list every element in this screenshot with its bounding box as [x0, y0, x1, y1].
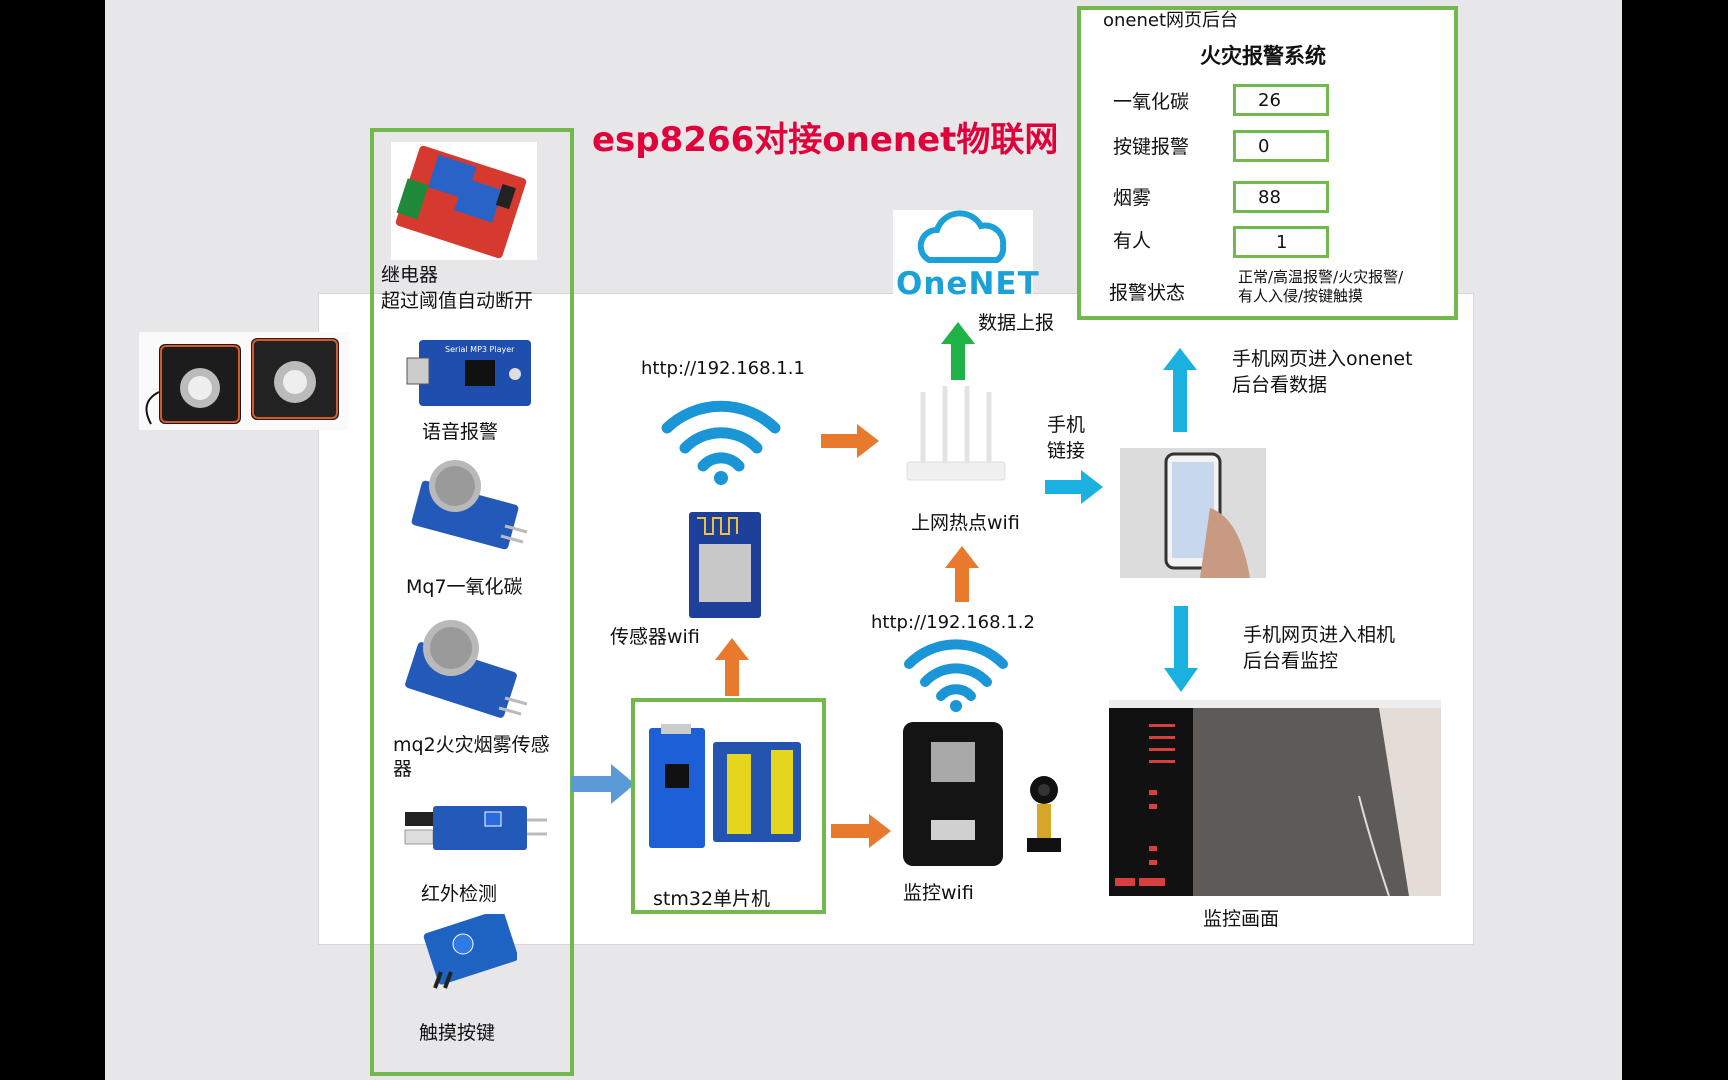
esp32-cam-icon [903, 722, 1003, 866]
ip-address-1: http://192.168.1.1 [641, 358, 805, 379]
slide: esp8266对接onenet物联网 继电器 超过阈值自动断开 Serial M… [105, 0, 1622, 1080]
presence-value: 1 [1233, 226, 1329, 258]
infrared-sensor-icon [404, 806, 547, 850]
presence-label: 有人 [1113, 230, 1152, 252]
phone-camera-label: 手机网页进入相机 [1243, 624, 1396, 646]
hotspot-wifi-label: 上网热点wifi [911, 512, 1020, 534]
smoke-label: 烟雾 [1113, 187, 1152, 209]
button-alarm-value: 0 [1233, 130, 1329, 162]
alarm-status-values-2: 有人入侵/按键触摸 [1238, 287, 1364, 305]
mp3-module-icon: Serial MP3 Player [406, 340, 531, 406]
smoke-value: 88 [1233, 181, 1329, 213]
arrow-up-icon [945, 546, 979, 602]
ip-address-2: http://192.168.1.2 [871, 612, 1035, 633]
sensors-box [370, 128, 574, 1076]
gas-sensor-icon [411, 460, 528, 550]
esp8266-icon [689, 512, 761, 618]
router-icon [906, 386, 1006, 481]
arrow-down-icon [1164, 606, 1198, 692]
arrow-up-icon [715, 638, 749, 696]
relay-icon [391, 142, 537, 260]
speaker-icon [139, 332, 349, 430]
infrared-label: 红外检测 [421, 883, 498, 905]
dashboard-box [1077, 6, 1458, 320]
phone-icon [1120, 448, 1266, 578]
arrow-up-icon [1163, 348, 1197, 432]
stm32-board-icon [649, 724, 801, 848]
dashboard-header: onenet网页后台 [1103, 10, 1239, 31]
data-upload-label: 数据上报 [978, 312, 1055, 334]
relay-label: 继电器 [381, 264, 439, 286]
cloud-icon [893, 210, 1033, 302]
monitor-view-label: 监控画面 [1203, 908, 1280, 930]
onenet-logo: OneNET [896, 266, 1040, 302]
svg-text:Serial MP3 Player: Serial MP3 Player [445, 345, 515, 354]
arrow-up-icon [941, 322, 975, 380]
stm32-box [631, 698, 826, 914]
gas-sensor-icon [405, 620, 528, 718]
voice-alarm-label: 语音报警 [422, 421, 499, 443]
dashboard-title: 火灾报警系统 [1200, 44, 1326, 68]
relay-desc: 超过阈值自动断开 [381, 290, 534, 312]
phone-onenet-label-2: 后台看数据 [1232, 374, 1328, 396]
alarm-status-values: 正常/高温报警/火灾报警/ [1238, 268, 1404, 286]
alarm-status-label: 报警状态 [1109, 282, 1186, 304]
page-title: esp8266对接onenet物联网 [592, 120, 1059, 160]
arrow-right-icon [831, 814, 891, 848]
wifi-icon [661, 400, 781, 485]
mq2-label-cont: 器 [393, 758, 413, 780]
phone-onenet-label: 手机网页进入onenet [1232, 348, 1413, 370]
touch-sensor-icon [423, 914, 517, 989]
phone-link-label-2: 链接 [1047, 440, 1086, 462]
phone-camera-label-2: 后台看监控 [1243, 650, 1339, 672]
camera-icon [1027, 776, 1061, 852]
monitor-wifi-label: 监控wifi [903, 882, 974, 904]
touch-label: 触摸按键 [419, 1022, 496, 1044]
arrow-right-icon [1045, 470, 1103, 504]
phone-link-label: 手机 [1047, 414, 1086, 436]
mcu-label: stm32单片机 [653, 888, 771, 910]
mq7-label: Mq7一氧化碳 [406, 576, 523, 598]
arrow-right-icon [821, 424, 879, 458]
sensor-wifi-label: 传感器wifi [610, 626, 700, 648]
button-alarm-label: 按键报警 [1113, 136, 1190, 158]
co-value: 26 [1233, 84, 1329, 116]
mq2-label: mq2火灾烟雾传感 [393, 734, 550, 756]
wifi-icon [904, 639, 1008, 712]
arrow-right-icon [571, 764, 635, 804]
co-label: 一氧化碳 [1113, 91, 1190, 113]
monitor-screenshot [1109, 700, 1441, 896]
